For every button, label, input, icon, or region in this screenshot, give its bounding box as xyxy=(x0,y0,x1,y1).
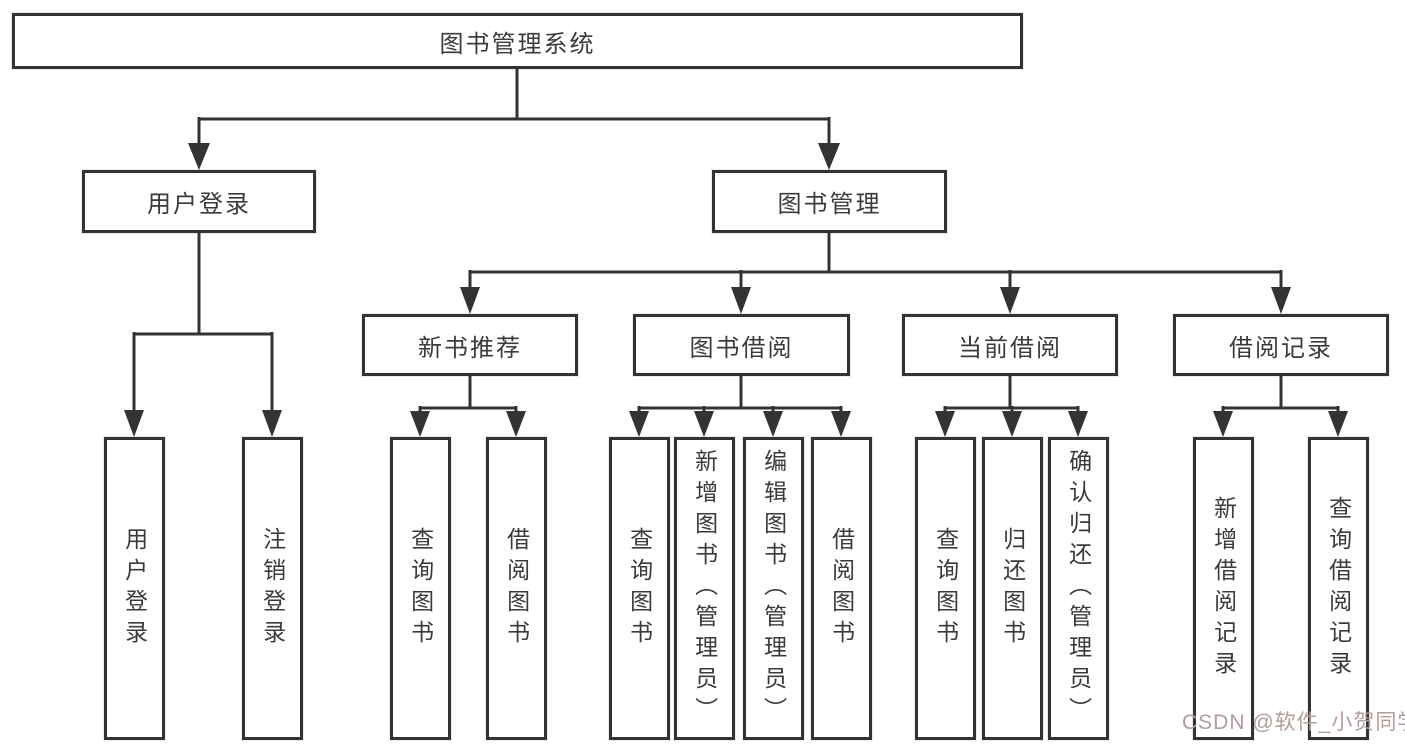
leaf-confirm-return-admin: 确认归还（管理员） xyxy=(1048,437,1109,740)
leaf-add-borrow-record: 新增借阅记录 xyxy=(1193,437,1254,740)
arrowhead-icon xyxy=(506,411,526,437)
arrowhead-icon xyxy=(1000,287,1020,314)
arrowhead-icon xyxy=(460,287,480,314)
leaf-return-books: 归还图书 xyxy=(982,437,1043,740)
arrowhead-icon xyxy=(1213,411,1233,437)
node-book-management: 图书管理 xyxy=(712,170,947,233)
node-root: 图书管理系统 xyxy=(12,13,1023,69)
arrowhead-icon xyxy=(935,411,955,437)
leaf-query-borrow-record-label: 查询借阅记录 xyxy=(1325,495,1352,682)
leaf-query-books-current: 查询图书 xyxy=(915,437,976,740)
arrowhead-icon xyxy=(763,411,783,437)
node-current-borrowing-label: 当前借阅 xyxy=(958,334,1062,362)
arrowhead-icon xyxy=(188,143,210,170)
arrowhead-icon xyxy=(1068,411,1088,437)
arrowhead-icon xyxy=(1002,411,1022,437)
leaf-edit-books-admin: 编辑图书（管理员） xyxy=(743,437,804,740)
arrowhead-icon xyxy=(831,411,851,437)
leaf-add-borrow-record-label: 新增借阅记录 xyxy=(1210,495,1237,682)
node-book-borrowing-label: 图书借阅 xyxy=(689,334,794,362)
leaf-logout: 注销登录 xyxy=(242,437,303,740)
leaf-edit-books-admin-label: 编辑图书（管理员） xyxy=(760,449,787,728)
node-new-book-recommendation-label: 新书推荐 xyxy=(418,334,522,362)
node-root-label: 图书管理系统 xyxy=(439,30,596,58)
leaf-borrow-books-recommend-label: 借阅图书 xyxy=(503,526,530,651)
leaf-return-books-label: 归还图书 xyxy=(999,526,1026,651)
leaf-user-login-label: 用户登录 xyxy=(121,526,148,651)
leaf-add-books-admin-label: 新增图书（管理员） xyxy=(691,449,718,728)
node-new-book-recommendation: 新书推荐 xyxy=(362,314,578,376)
leaf-add-books-admin: 新增图书（管理员） xyxy=(674,437,735,740)
arrowhead-icon xyxy=(731,287,751,314)
node-book-borrowing: 图书借阅 xyxy=(633,314,850,376)
arrowhead-icon xyxy=(818,143,840,170)
arrowhead-icon xyxy=(262,410,282,437)
leaf-confirm-return-admin-label: 确认归还（管理员） xyxy=(1065,449,1092,728)
leaf-query-books-recommend: 查询图书 xyxy=(390,437,451,740)
leaf-query-books-recommend-label: 查询图书 xyxy=(407,526,434,651)
arrowhead-icon xyxy=(1271,287,1291,314)
leaf-query-books-borrow: 查询图书 xyxy=(609,437,670,740)
leaf-query-borrow-record: 查询借阅记录 xyxy=(1308,437,1369,740)
leaf-borrow-books-recommend: 借阅图书 xyxy=(486,437,547,740)
node-current-borrowing: 当前借阅 xyxy=(902,314,1118,376)
leaf-borrow-books-label: 借阅图书 xyxy=(828,526,855,651)
node-book-management-label: 图书管理 xyxy=(777,191,882,218)
node-borrowing-records: 借阅记录 xyxy=(1173,314,1389,376)
leaf-logout-label: 注销登录 xyxy=(259,526,286,651)
arrowhead-icon xyxy=(629,411,649,437)
arrowhead-icon xyxy=(124,410,144,437)
node-borrowing-records-label: 借阅记录 xyxy=(1229,334,1333,362)
leaf-user-login: 用户登录 xyxy=(104,437,165,740)
arrowhead-icon xyxy=(410,411,430,437)
watermark: CSDN @软件_小贺同学 xyxy=(1182,711,1405,734)
arrowhead-icon xyxy=(694,411,714,437)
arrowhead-icon xyxy=(1328,411,1348,437)
node-user-login: 用户登录 xyxy=(82,170,316,233)
leaf-query-books-borrow-label: 查询图书 xyxy=(626,526,653,651)
leaf-query-books-current-label: 查询图书 xyxy=(932,526,959,651)
node-user-login-label: 用户登录 xyxy=(147,191,251,218)
leaf-borrow-books: 借阅图书 xyxy=(811,437,872,740)
